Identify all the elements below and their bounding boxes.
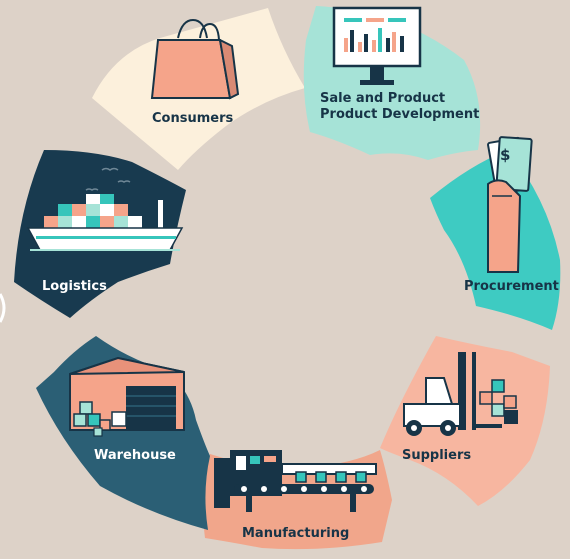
- segment-logistics: [14, 150, 186, 318]
- label-suppliers: Suppliers: [402, 448, 472, 463]
- label-manufacturing: Manufacturing: [242, 526, 350, 541]
- segment-procurement: $: [430, 136, 561, 330]
- segment-suppliers: [380, 336, 550, 506]
- label-consumers: Consumers: [152, 111, 234, 126]
- label-warehouse: Warehouse: [94, 448, 176, 463]
- shopping-bag-icon: [150, 18, 240, 100]
- cargo-ship-icon: [26, 167, 184, 251]
- warehouse-icon: [69, 356, 185, 437]
- conveyor-belt-icon: [214, 450, 377, 512]
- money-hand-icon: $: [487, 136, 533, 273]
- forklift-icon: [403, 352, 518, 436]
- label-procurement: Procurement: [464, 279, 559, 294]
- segment-sale-product-development: [303, 6, 481, 160]
- svg-text:$: $: [500, 146, 510, 164]
- sales-monitor-icon: [332, 6, 422, 85]
- segment-manufacturing: [203, 450, 392, 550]
- label-logistics: Logistics: [42, 279, 107, 294]
- edge-decoration: [0, 293, 6, 323]
- segment-warehouse: [36, 336, 210, 530]
- label-sale-product-development: Sale and Product Product Development: [320, 91, 480, 122]
- segment-consumers: [92, 8, 305, 170]
